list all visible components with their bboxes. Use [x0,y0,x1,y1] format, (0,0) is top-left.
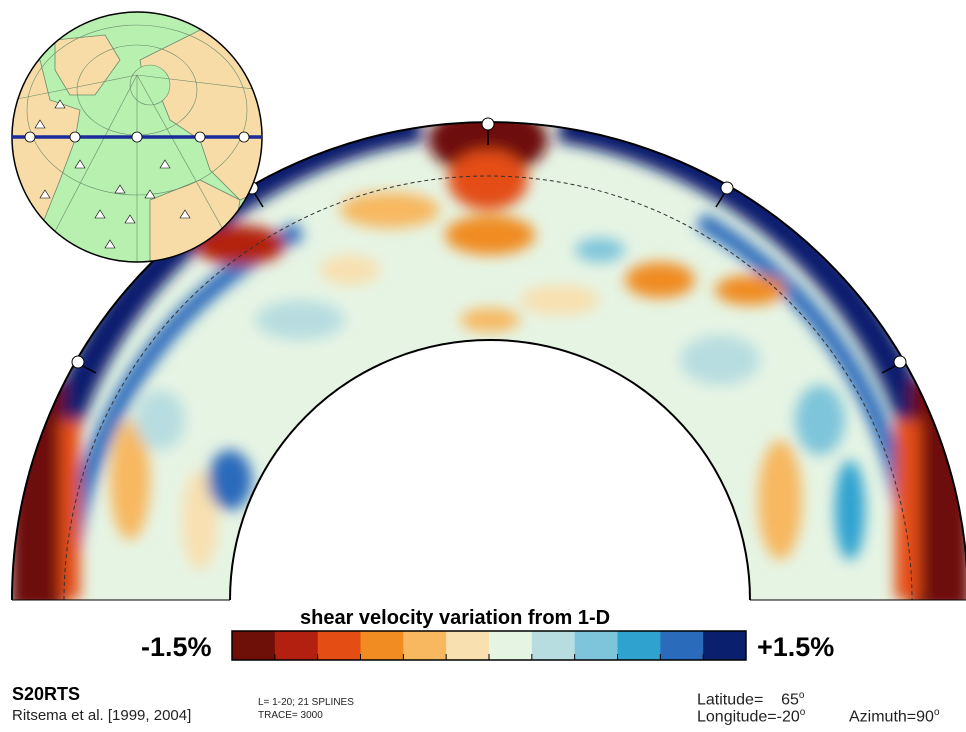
longitude-readout: Longitude=-20o [697,707,806,726]
colorbar-swatch [531,631,576,660]
latitude-readout: Latitude= 65o [697,690,805,709]
marker-dot [71,355,85,369]
colorbar-swatch [703,631,747,660]
model-reference: Ritsema et al. [1999, 2004] [12,707,192,724]
colorbar-swatch [660,631,704,660]
land-greenland [54,34,121,96]
colorbar-swatch [360,631,404,660]
cmb-outline [229,339,751,601]
colorbar-swatch [317,631,361,660]
colorbar-min-label: -1.5% [141,632,212,662]
azimuth-readout: Azimuth=90o [849,707,940,726]
model-name: S20RTS [12,684,81,704]
marker-dot [893,355,907,369]
colorbar [231,630,747,661]
colorbar-border [231,630,747,661]
660km-dashed-line [63,175,913,601]
marker-dot [481,117,495,131]
colorbar-max-label: +1.5% [757,632,835,662]
colorbar-swatch [617,631,661,660]
trace-info: TRACE= 3000 [258,710,323,721]
colorbar-swatch [232,631,276,660]
colorbar-swatch [446,631,490,660]
colorbar-swatch [574,631,618,660]
marker-dot [720,181,734,195]
splines-info: L= 1-20; 21 SPLINES [258,697,354,708]
colorbar-swatch [274,631,319,660]
colorbar-swatch [489,631,533,660]
location-globe [11,11,263,263]
colorbar-swatch [403,631,447,660]
colorbar-title: shear velocity variation from 1-D [300,607,611,629]
